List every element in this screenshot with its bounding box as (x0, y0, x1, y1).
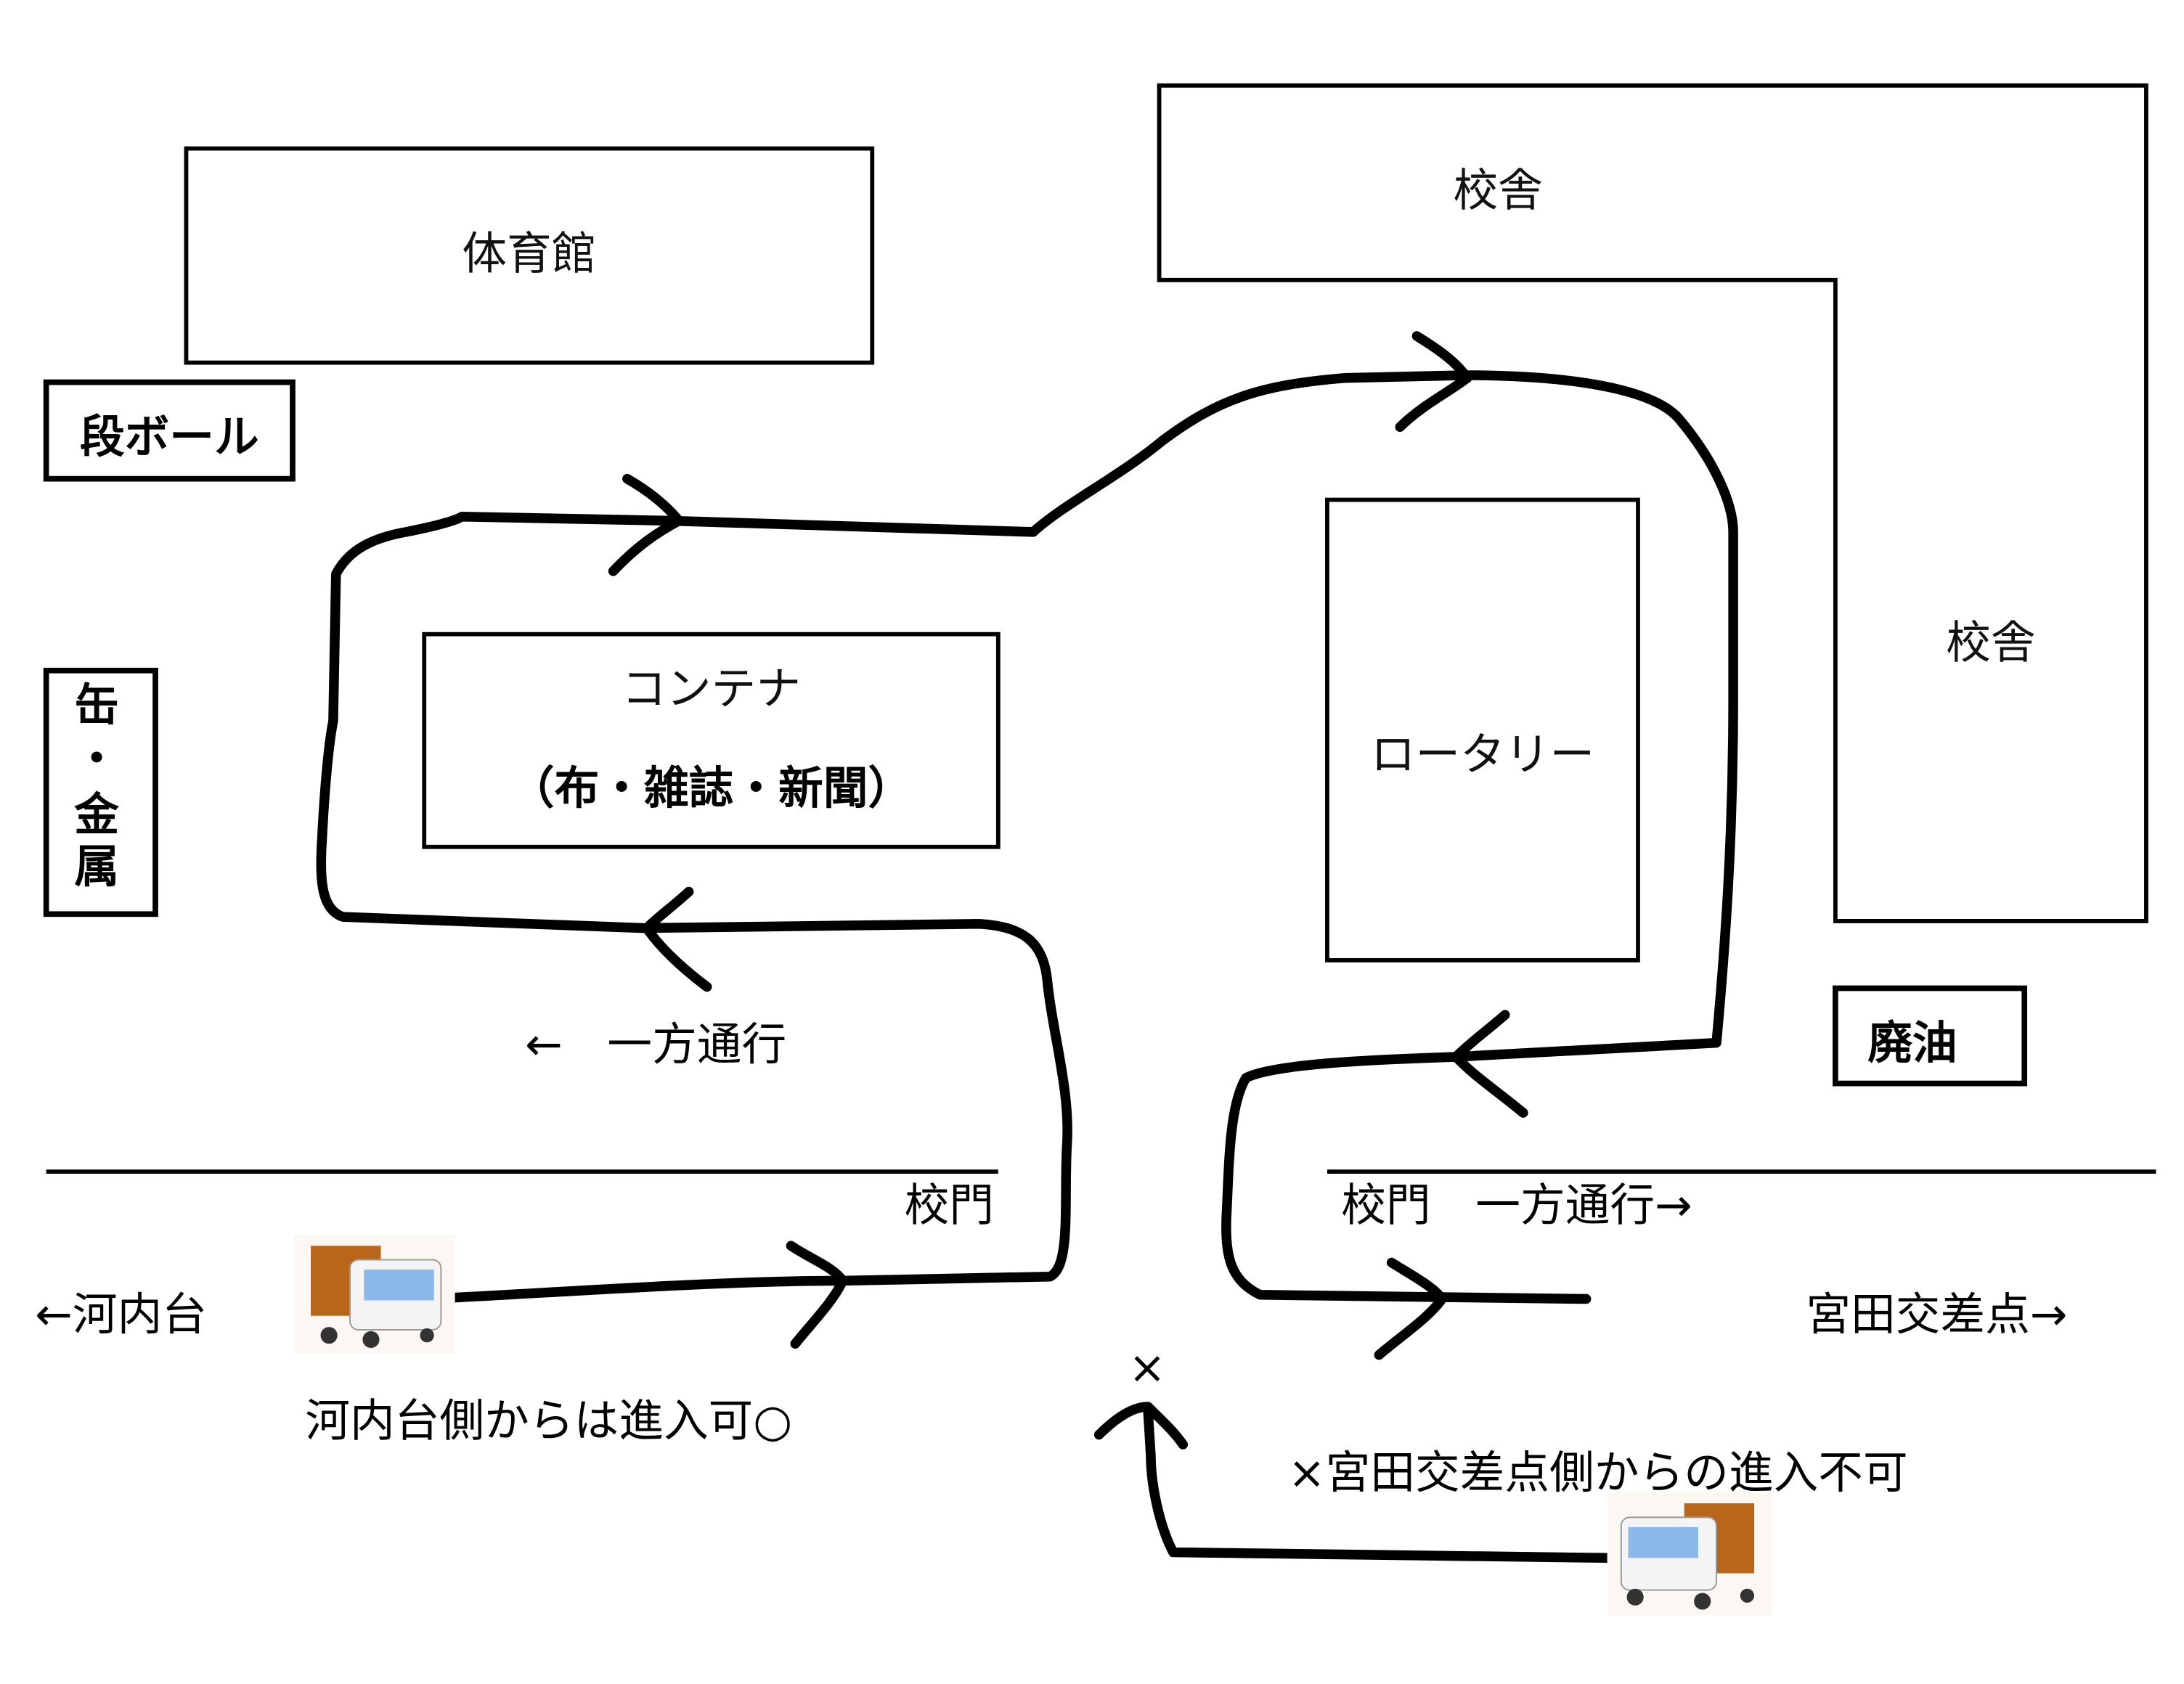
arrow-head-6 (1374, 1257, 1447, 1360)
rotary: ロータリー (1325, 497, 1640, 962)
no-entry-x-mark: × (1128, 1341, 1166, 1394)
gymnasium: 体育館 (184, 146, 875, 365)
cans-label-4: 属 (74, 841, 119, 893)
container-items: （布・雑誌・新聞） (510, 762, 913, 814)
route-path-main (316, 370, 1738, 1304)
arrow-head-3 (642, 886, 712, 992)
cans-label-2: ・ (74, 732, 119, 785)
arrow-head-1 (608, 473, 684, 576)
cardboard-label: 段ボール (80, 411, 259, 463)
entry-prohibited-label: ×宮田交差点側からの進入不可 (1288, 1447, 1908, 1499)
arrow-head-5 (786, 1240, 848, 1349)
arrow-head-blocked (1093, 1402, 1189, 1450)
rotary-label: ロータリー (1371, 729, 1594, 781)
entry-allowed-label: 河内台側からは進入可○ (305, 1395, 792, 1447)
school-right-label: 校舎 (1946, 616, 2035, 669)
cans-label-1: 缶 (74, 679, 119, 732)
cans-metal-point: 缶 ・ 金 属 (43, 667, 158, 917)
cardboard-point: 段ボール (43, 379, 296, 482)
kawachidai-label: ←河内台 (35, 1288, 207, 1341)
waste-oil-point: 廃油 (1833, 985, 2028, 1087)
gym-label: 体育館 (462, 227, 596, 279)
route-path-blocked (1143, 1406, 1613, 1564)
miyata-label: 宮田交差点→ (1806, 1288, 2067, 1341)
school-building: 校舎 校舎 (1157, 83, 2148, 923)
one-way-left-label: ← 一方通行 (525, 1018, 786, 1071)
school-top-label: 校舎 (1453, 165, 1542, 217)
gate-right-label: 校門 一方通行→ (1341, 1180, 1692, 1232)
container: コンテナ （布・雑誌・新聞） (422, 632, 1001, 849)
arrow-head-4 (1451, 1010, 1528, 1118)
cans-label-3: 金 (73, 789, 119, 841)
truck-icon-right (1607, 1492, 1773, 1616)
waste-oil-label: 廃油 (1867, 1017, 1957, 1069)
truck-icon-left (293, 1234, 455, 1354)
arrow-head-2 (1395, 331, 1472, 433)
container-title: コンテナ (622, 663, 801, 715)
gate-left-label: 校門 (905, 1180, 994, 1232)
